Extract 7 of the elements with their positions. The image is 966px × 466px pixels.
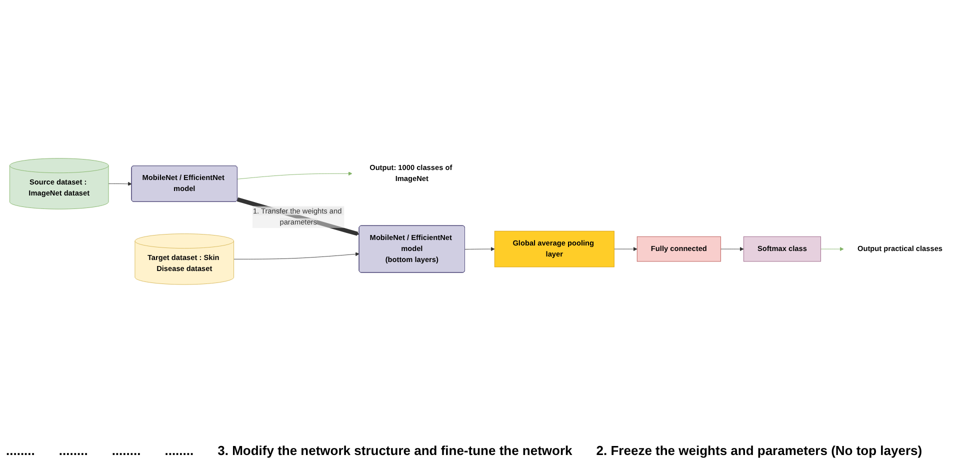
note-text: 2. Freeze the weights and parameters (No top layers) xyxy=(596,443,922,460)
note-text: ........ xyxy=(58,443,88,460)
arrow xyxy=(236,198,360,236)
note-text: ........ xyxy=(6,443,35,460)
note-text: ........ xyxy=(112,443,141,460)
note-text: ........ xyxy=(164,443,194,460)
note-text: 3. Modify the network structure and fine-tune the network xyxy=(218,443,572,460)
